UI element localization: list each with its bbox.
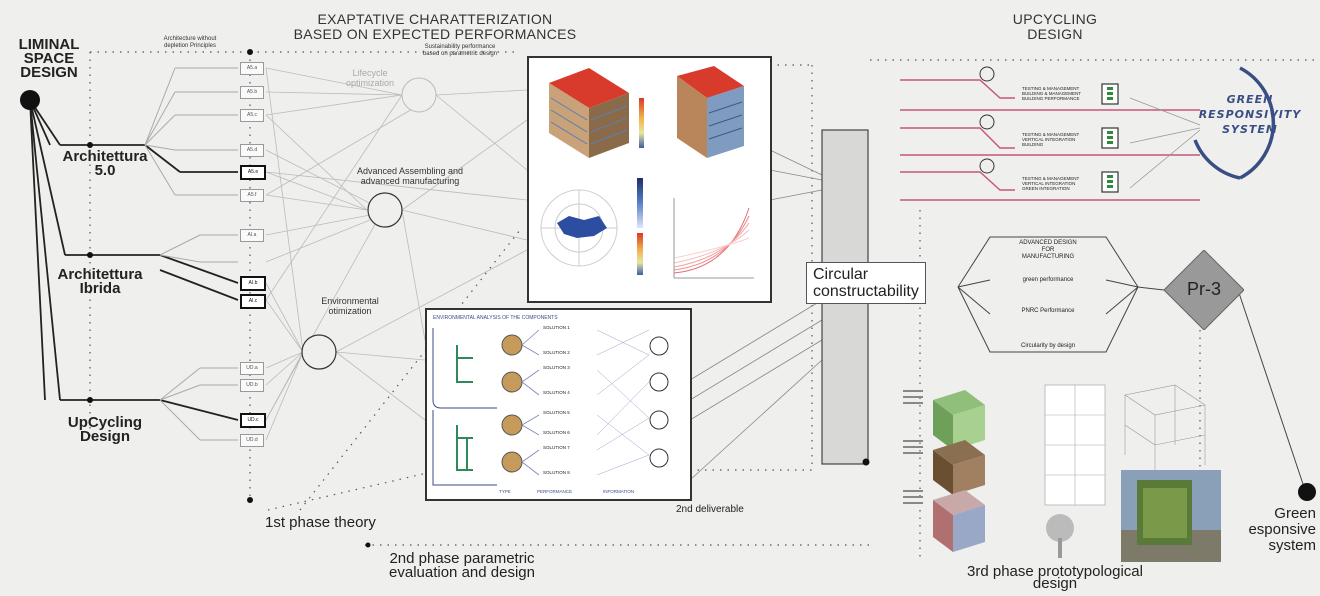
code-box: A5.e	[240, 165, 266, 180]
solution-label: SOLUTION 1	[543, 325, 570, 330]
code-box: AI.b	[240, 276, 266, 291]
phase-1-label: 1st phase theory	[265, 514, 376, 531]
criterion-green-performance: green performance	[1022, 277, 1074, 283]
solutions-footer-performance: PERFORMANCE	[537, 489, 573, 494]
code-box: AI.a	[240, 229, 264, 242]
code-box: UD.a	[240, 362, 264, 375]
prototype-images	[903, 384, 1221, 562]
criterion-pnrc-performance: PNRC Performance	[1021, 308, 1075, 314]
solutions-footer-information: INFORMATION	[603, 489, 635, 494]
upcycling-row-text: TESTING & MANAGEMENT BUILDING & MANAGEME…	[1022, 86, 1082, 101]
exaptative-heading: EXAPTATIVE CHARATTERIZATION BASED ON EXP…	[293, 11, 577, 42]
solutions-footer-type: TYPE	[499, 489, 511, 494]
solutions-graphics	[432, 328, 669, 486]
code-box: A5.d	[240, 144, 264, 157]
branch-architettura-ibrida: Architettura Ibrida	[57, 266, 143, 297]
branch-upcycling-design: UpCycling Design	[67, 414, 143, 445]
upcycling-module-icons	[1101, 83, 1119, 193]
solution-label: SOLUTION 8	[543, 470, 570, 475]
code-box: UD.d	[240, 434, 264, 447]
code-box: A5.b	[240, 86, 264, 99]
circular-constructability-box: Circular constructability	[806, 262, 926, 304]
lifecycle-optimization-label: Lifecycle optimization	[345, 68, 395, 88]
pr3-label: Pr-3	[1186, 279, 1221, 299]
green-responsive-system-label: Green esponsive system	[1248, 505, 1316, 554]
upcycling-row-text: TESTING & MANAGEMENT VERTICAL INTEGRATIO…	[1022, 132, 1080, 147]
building-analysis-graphics	[540, 66, 754, 279]
solutions-card: ENVIRONMENTAL ANALYSIS OF THE COMPONENTS…	[425, 308, 692, 501]
criterion-circularity: Circularity by design	[1020, 343, 1076, 349]
upcycling-heading: UPCYCLING DESIGN	[1012, 11, 1098, 42]
phase-3-label: 3rd phase prototypological design	[967, 563, 1143, 592]
environmental-optimization-label: Environmental otimization	[321, 296, 379, 316]
solution-label: SOLUTION 4	[543, 390, 570, 395]
card1-caption: Sustainability performance based on para…	[422, 44, 498, 57]
code-box: A5.c	[240, 109, 264, 122]
advanced-assembling-label: Advanced Assembling and advanced manufac…	[356, 166, 464, 186]
code-box: A5.f	[240, 189, 264, 202]
pr3-diamond: Pr-3	[1163, 249, 1245, 331]
solution-label: SOLUTION 7	[543, 445, 570, 450]
solution-label: SOLUTION 2	[543, 350, 570, 355]
code-box: AI.c	[240, 294, 266, 309]
solutions-card-title: ENVIRONMENTAL ANALYSIS OF THE COMPONENTS	[433, 315, 558, 321]
solution-label: SOLUTION 3	[543, 365, 570, 370]
second-deliverable-label: 2nd deliverable	[676, 504, 744, 515]
branch-architettura-50: Architettura 5.0	[62, 148, 148, 179]
architecture-note: Architecture without depletion Principle…	[163, 36, 217, 49]
sustainability-card	[527, 56, 772, 303]
solution-label: SOLUTION 5	[543, 410, 570, 415]
liminal-space-design-label: LIMINAL SPACE DESIGN	[18, 36, 80, 81]
phase-2-label: 2nd phase parametric evaluation and desi…	[389, 550, 535, 581]
criterion-advanced-design: ADVANCED DESIGN FOR MANUFACTURING	[1019, 240, 1077, 260]
code-box: UD.c	[240, 413, 266, 428]
solution-label: SOLUTION 6	[543, 430, 570, 435]
code-box: UD.b	[240, 379, 264, 392]
code-box: A5.a	[240, 62, 264, 75]
upcycling-row-text: TESTING & MANAGEMENT VERTICAL INTEGRATIO…	[1022, 176, 1080, 191]
green-responsivity-system-label: GREEN RESPONSIVITY SYSTEM	[1198, 93, 1302, 136]
